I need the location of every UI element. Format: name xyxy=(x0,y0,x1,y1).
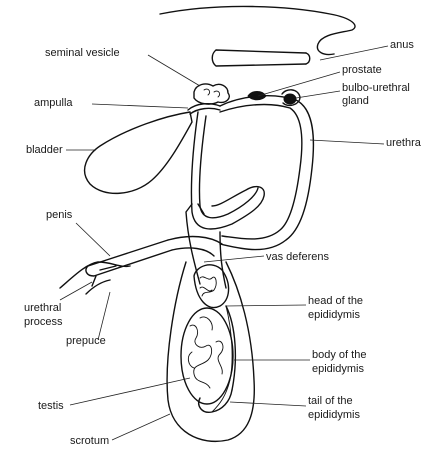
label-anus: anus xyxy=(390,39,414,51)
urethra-inner xyxy=(219,103,303,240)
leader-testis xyxy=(69,377,191,406)
label-bulbo-urethral-line2: gland xyxy=(342,95,369,107)
label-urethra: urethra xyxy=(386,137,422,149)
leader-prepuce xyxy=(97,291,111,341)
label-body-epididymis-line1: body of the xyxy=(312,349,366,361)
label-bladder: bladder xyxy=(26,144,63,156)
leader-ampulla xyxy=(91,103,189,109)
label-prostate: prostate xyxy=(342,64,382,76)
testis-tubules xyxy=(187,316,224,389)
body-contour xyxy=(159,5,356,56)
label-tail-epididymis-line1: tail of the xyxy=(308,395,353,407)
urethral-process xyxy=(91,265,117,287)
label-scrotum: scrotum xyxy=(70,435,109,447)
leader-penis xyxy=(75,222,111,257)
rectum xyxy=(211,49,307,67)
leader-seminal-vesicle xyxy=(147,54,201,87)
bladder xyxy=(84,111,193,195)
leader-tail-epididymis xyxy=(229,401,307,407)
label-prepuce: prepuce xyxy=(66,335,106,347)
leader-bulbo-urethral xyxy=(295,90,341,99)
leader-scrotum xyxy=(111,413,171,441)
leader-anus xyxy=(319,45,389,61)
label-head-epididymis-line1: head of the xyxy=(308,295,363,307)
label-seminal-vesicle: seminal vesicle xyxy=(45,47,120,59)
label-urethral-process-line2: process xyxy=(24,316,63,328)
label-urethral-process-line1: urethral xyxy=(24,302,61,314)
label-penis: penis xyxy=(46,209,73,221)
spermatic-cord xyxy=(185,203,227,289)
label-head-epididymis-line2: epididymis xyxy=(308,309,360,321)
leader-urethra xyxy=(309,139,385,145)
label-testis: testis xyxy=(38,400,64,412)
vas-deferens-lower xyxy=(198,115,259,219)
leader-prostate xyxy=(257,71,341,97)
label-body-epididymis-line2: epididymis xyxy=(312,363,364,375)
seminal-vesicle-lobes xyxy=(203,88,221,98)
epididymis-body xyxy=(225,305,237,391)
seminal-vesicle xyxy=(193,83,230,105)
prepuce xyxy=(59,261,131,295)
anus-opening xyxy=(305,52,311,65)
label-bulbo-urethral-line1: bulbo-urethral xyxy=(342,82,410,94)
leader-head-epididymis xyxy=(225,304,307,307)
ampulla xyxy=(187,102,221,115)
label-vas-deferens: vas deferens xyxy=(266,251,329,263)
leader-urethral-process xyxy=(59,281,93,301)
label-ampulla: ampulla xyxy=(34,97,73,109)
label-tail-epididymis-line2: epididymis xyxy=(308,409,360,421)
ductus-return xyxy=(211,305,233,413)
vas-deferens-upper xyxy=(190,111,265,230)
testis xyxy=(180,307,234,405)
epididymis-head-coils xyxy=(199,276,217,297)
bulbo-urethral-gland xyxy=(283,93,297,105)
urethra-outer xyxy=(219,95,315,251)
scrotum xyxy=(166,261,255,442)
penis-body xyxy=(167,235,223,257)
epididymis-head xyxy=(193,264,230,309)
leader-vas-deferens xyxy=(203,255,265,263)
